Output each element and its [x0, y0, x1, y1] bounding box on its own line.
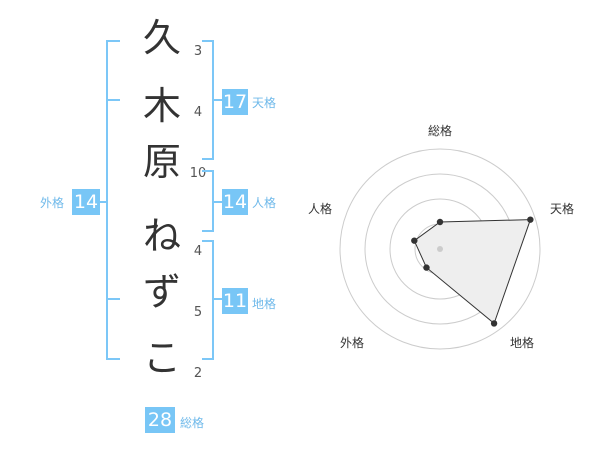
name-char-3: 原 [142, 140, 181, 184]
radar-points [411, 216, 534, 327]
radar-label-soukaku: 総格 [428, 124, 453, 138]
jinkaku-label: 人格 [252, 196, 277, 210]
soukaku-badge: 28 [145, 407, 175, 433]
name-char-1: 久 [142, 16, 181, 60]
radar-point-chikaku [490, 320, 498, 327]
gaikaku-bracket-tick [106, 298, 120, 300]
tenkaku-badge: 17 [222, 89, 248, 115]
stroke-count-2: 4 [193, 105, 203, 120]
chikaku-bracket [202, 240, 214, 360]
stroke-count-4: 4 [193, 244, 203, 259]
radar-label-chikaku: 地格 [510, 336, 535, 350]
chikaku-connector [212, 298, 222, 300]
stroke-count-6: 2 [193, 366, 203, 381]
radar-point-soukaku [436, 218, 444, 226]
gaikaku-bracket-tick [106, 99, 120, 101]
soukaku-label: 総格 [180, 416, 205, 430]
radar-label-tenkaku: 天格 [550, 202, 575, 216]
gaikaku-bracket [106, 40, 120, 360]
radar-point-gaikaku [423, 264, 430, 271]
radar-label-gaikaku: 外格 [340, 336, 365, 350]
gaikaku-label: 外格 [40, 196, 65, 210]
radar-label-jinkaku: 人格 [308, 202, 333, 216]
jinkaku-badge: 14 [222, 189, 248, 215]
radar-point-jinkaku [411, 237, 418, 244]
radar-ring [339, 148, 541, 350]
stroke-count-3: 10 [189, 166, 207, 181]
gaikaku-badge: 14 [72, 189, 100, 215]
jinkaku-connector [212, 201, 222, 203]
name-char-4: ね [142, 214, 181, 258]
tenkaku-connector [212, 99, 222, 101]
chikaku-label: 地格 [252, 297, 277, 311]
radar-point-tenkaku [527, 216, 534, 223]
stroke-count-1: 3 [193, 44, 203, 59]
tenkaku-label: 天格 [252, 96, 277, 110]
chikaku-badge: 11 [222, 288, 248, 314]
name-char-6: こ [142, 336, 181, 380]
name-char-2: 木 [142, 84, 181, 128]
stroke-count-5: 5 [193, 305, 203, 320]
radar-score-polygon [413, 219, 532, 325]
name-char-5: ず [142, 270, 181, 314]
radar-center-point [437, 246, 443, 252]
